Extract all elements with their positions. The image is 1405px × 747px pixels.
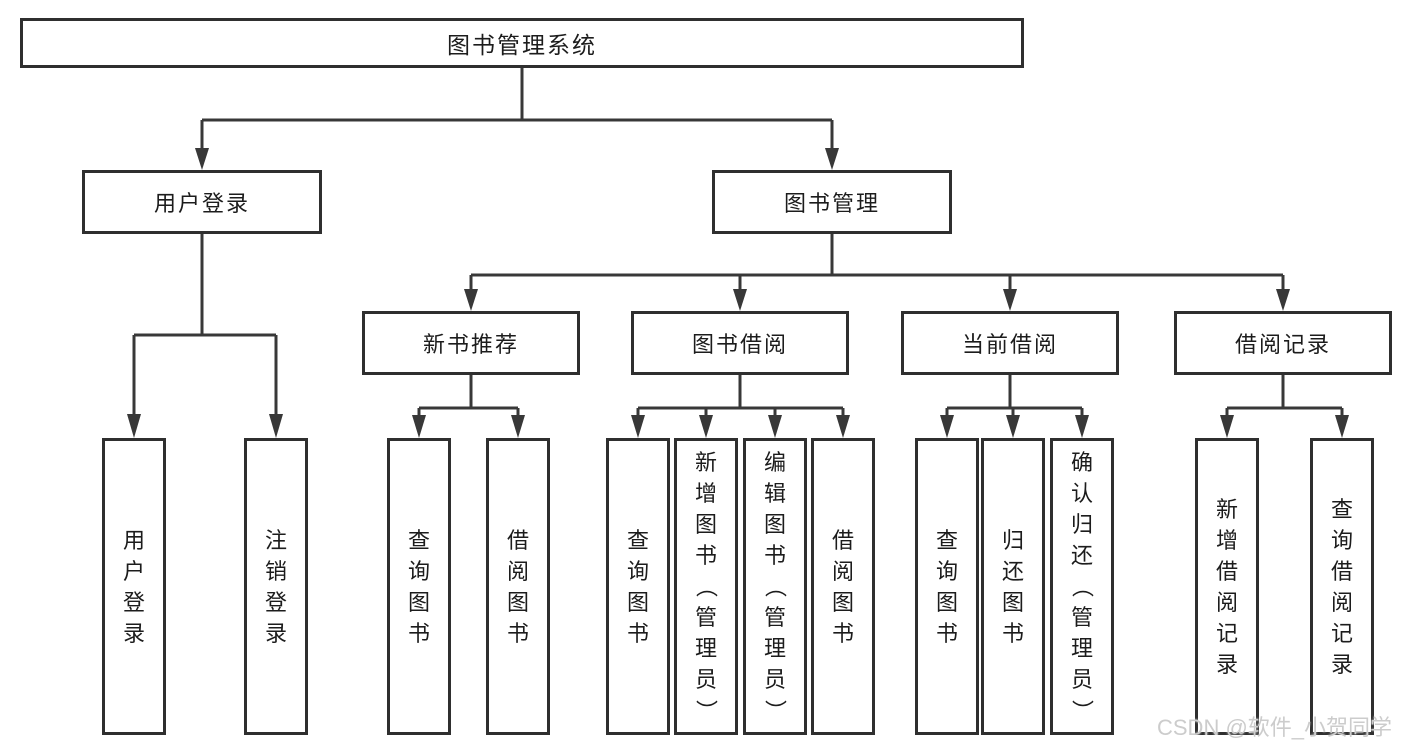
leaf-query-books-current: 查询图书 [915,438,979,735]
leaf-query-books-recommend: 查询图书 [387,438,451,735]
leaf-add-borrow-record: 新增借阅记录 [1195,438,1259,735]
leaf-return-books: 归还图书 [981,438,1045,735]
leaf-borrow-books-recommend: 借阅图书 [486,438,550,735]
node-new-book-recommend: 新书推荐 [362,311,580,375]
node-borrow-records: 借阅记录 [1174,311,1392,375]
leaf-borrow-books: 借阅图书 [811,438,875,735]
node-book-management: 图书管理 [712,170,952,234]
leaf-query-books-borrow: 查询图书 [606,438,670,735]
node-current-borrow: 当前借阅 [901,311,1119,375]
node-library-system: 图书管理系统 [20,18,1024,68]
leaf-add-book-admin: 新增图书（管理员） [674,438,738,735]
leaf-query-borrow-record: 查询借阅记录 [1310,438,1374,735]
node-book-borrow: 图书借阅 [631,311,849,375]
leaf-logout: 注销登录 [244,438,308,735]
watermark: CSDN @软件_小贺同学 [1157,715,1393,740]
leaf-edit-book-admin: 编辑图书（管理员） [743,438,807,735]
leaf-confirm-return-admin: 确认归还（管理员） [1050,438,1114,735]
leaf-user-login: 用户登录 [102,438,166,735]
node-user-login: 用户登录 [82,170,322,234]
